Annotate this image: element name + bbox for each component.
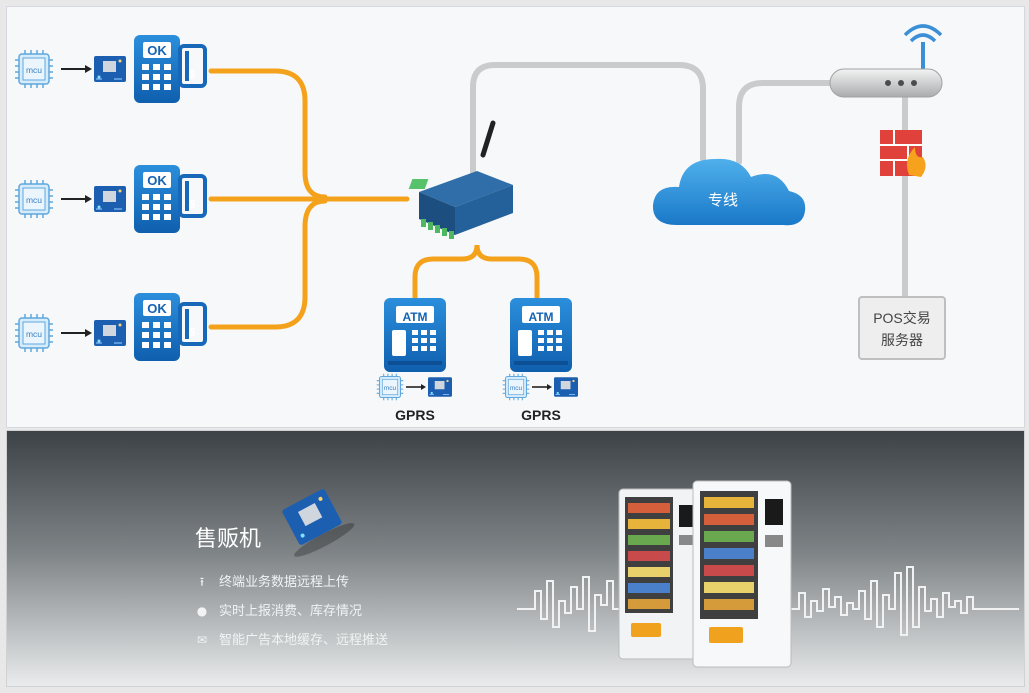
mcu-label: mcu: [510, 385, 523, 392]
gprs-label: GPRS: [395, 407, 435, 423]
mcu-label: mcu: [26, 65, 42, 75]
mcu-label: mcu: [384, 385, 397, 392]
atm-left: ATM mcu GPRS: [376, 298, 453, 423]
pos-ok-label: OK: [147, 301, 167, 316]
card-symbol: $: [189, 197, 196, 211]
router-device-icon: [408, 120, 513, 239]
vending-machine-right: [692, 480, 792, 668]
firewall-icon: [880, 130, 926, 177]
terminal-row-3: mcu OK $: [14, 291, 207, 363]
server-label-line2: 服务器: [881, 332, 923, 348]
mcu-label: mcu: [26, 329, 42, 339]
mail-icon: ✉: [196, 633, 208, 647]
vending-title: 售贩机: [195, 527, 262, 552]
wired-connections: [208, 68, 540, 330]
atm-label: ATM: [528, 310, 553, 324]
card-symbol: $: [189, 67, 196, 81]
atm-right: ATM mcu GPRS: [502, 298, 579, 423]
atm-label: ATM: [402, 310, 427, 324]
vending-machine-banner: 售贩机 ⭱ 终端业务数据远程上传 ● 实时上报消费、库存情况 ✉ 智能广告本地缓存、远…: [6, 430, 1025, 687]
module-icon: [553, 376, 579, 398]
module-icon: [93, 319, 127, 347]
pos-ok-label: OK: [147, 43, 167, 58]
module-icon: [427, 376, 453, 398]
vending-machine-left: [618, 488, 702, 660]
feature-text: 终端业务数据远程上传: [219, 575, 350, 590]
feature-item: ● 实时上报消费、库存情况: [195, 600, 362, 619]
mcu-label: mcu: [26, 195, 42, 205]
pin-icon: ●: [196, 604, 208, 618]
feature-item: ⭱ 终端业务数据远程上传: [195, 571, 349, 594]
card-symbol: $: [189, 325, 196, 339]
terminal-row-1: mcu OK $: [14, 33, 207, 105]
feature-item: ✉ 智能广告本地缓存、远程推送: [195, 629, 388, 648]
module-icon: [93, 55, 127, 83]
terminal-row-2: mcu OK $: [14, 163, 207, 235]
pos-ok-label: OK: [147, 173, 167, 188]
feature-text: 实时上报消费、库存情况: [219, 604, 363, 619]
wifi-router-icon: [829, 24, 943, 98]
feature-text: 智能广告本地缓存、远程推送: [219, 633, 389, 648]
server-box: POS交易 服务器: [858, 296, 946, 360]
module-icon: [282, 489, 355, 557]
gprs-label: GPRS: [521, 407, 561, 423]
signal-waveform: [517, 566, 1019, 636]
network-diagram-panel: mcu OK $ mcu OK $ mcu OK $: [6, 6, 1025, 428]
module-icon: [93, 185, 127, 213]
server-label-line1: POS交易: [873, 310, 931, 326]
banner-graphics: [282, 480, 1019, 668]
cloud-icon: 专线: [652, 158, 806, 226]
upload-icon: ⭱: [199, 575, 205, 589]
cloud-label: 专线: [708, 192, 738, 209]
network-diagram: mcu OK $ mcu OK $ mcu OK $: [14, 24, 946, 423]
